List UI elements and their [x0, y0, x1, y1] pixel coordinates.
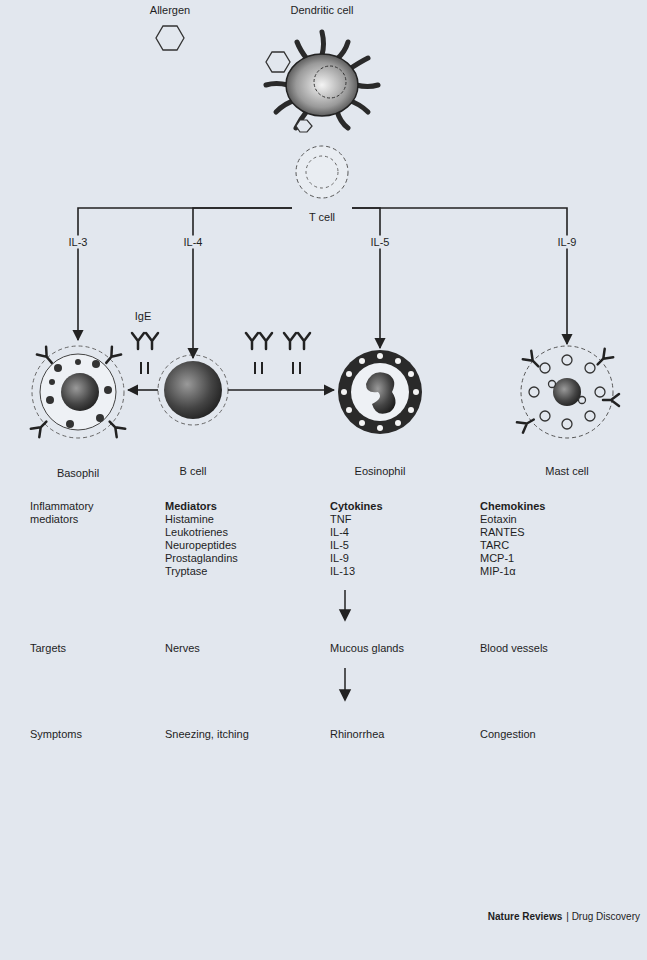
- b-cell-membrane: [158, 355, 228, 425]
- table-cell: TARC: [480, 539, 509, 552]
- table-cell: Prostaglandins: [165, 552, 238, 565]
- allergen: Allergen: [140, 4, 200, 56]
- table-cell: MIP-1α: [480, 565, 516, 578]
- table-cell: Neuropeptides: [165, 539, 237, 552]
- connector-arrow: [78, 208, 292, 340]
- table-cell: Rhinorrhea: [330, 728, 384, 741]
- dendritic-cell: Dendritic cell: [262, 4, 382, 136]
- connector-arrow: [228, 389, 334, 391]
- table-cell: Symptoms: [30, 728, 82, 741]
- t-cell-membrane: [296, 146, 348, 198]
- column-heading: Cytokines: [330, 500, 383, 513]
- t-cell-nucleus: [306, 156, 338, 188]
- connector-arrow: [128, 389, 158, 391]
- cell-label: Eosinophil: [355, 465, 406, 478]
- table-cell: Blood vessels: [480, 642, 548, 655]
- column-heading: Mediators: [165, 500, 217, 513]
- b-cell: B cell: [158, 358, 228, 478]
- cell-label: Dendritic cell: [291, 4, 354, 17]
- presented-antigen: [296, 120, 312, 132]
- table-cell: Inflammatory mediators: [30, 500, 120, 526]
- table-cell: Histamine: [165, 513, 214, 526]
- dendritic-nucleus: [314, 66, 346, 98]
- connector-arrow: [193, 208, 292, 358]
- table-cell: Targets: [30, 642, 66, 655]
- edge-label: IgE: [133, 310, 154, 323]
- table-cell: IL-5: [330, 539, 349, 552]
- edge-label: IL-3: [67, 236, 90, 249]
- journal-credit: Nature Reviews: [488, 910, 562, 923]
- dendritic-body: [286, 54, 358, 116]
- eosinophil-cytoplasm: [351, 363, 409, 421]
- table-cell: RANTES: [480, 526, 525, 539]
- column-heading: Chemokines: [480, 500, 545, 513]
- t-cell: T cell: [292, 140, 352, 224]
- basophil: Basophil: [28, 340, 128, 480]
- cell-label: Basophil: [57, 467, 99, 480]
- table-cell: Leukotrienes: [165, 526, 228, 539]
- table-cell: Tryptase: [165, 565, 207, 578]
- eosinophil-body: [338, 350, 422, 434]
- edge-label: IL-5: [369, 236, 392, 249]
- connector-arrow: [352, 208, 567, 344]
- table-cell: TNF: [330, 513, 351, 526]
- edge-label: IL-9: [556, 236, 579, 249]
- table-cell: Sneezing, itching: [165, 728, 249, 741]
- eosinophil-nucleus: [366, 372, 396, 413]
- table-cell: Eotaxin: [480, 513, 517, 526]
- presented-antigen: [266, 52, 290, 72]
- cell-label: T cell: [309, 211, 335, 224]
- basophil-membrane: [32, 346, 124, 438]
- basophil-body: [40, 354, 116, 430]
- allergen-hexagon: [156, 26, 184, 50]
- edge-label: IL-4: [182, 236, 205, 249]
- fc-receptor-bars: [141, 362, 300, 374]
- mast-cell-nucleus: [553, 378, 581, 406]
- journal-credit: | Drug Discovery: [566, 910, 640, 923]
- cell-label: Mast cell: [545, 465, 588, 478]
- b-cell-body: [164, 361, 222, 419]
- mast-cell-membrane: [521, 346, 613, 438]
- connector-arrow: [352, 208, 380, 348]
- table-cell: Nerves: [165, 642, 200, 655]
- basophil-nucleus: [61, 373, 99, 411]
- ige-antibodies: [132, 333, 310, 349]
- cell-label: B cell: [180, 465, 207, 478]
- table-cell: Mucous glands: [330, 642, 404, 655]
- ige-receptors: [517, 349, 619, 433]
- table-cell: IL-9: [330, 552, 349, 565]
- table-cell: Congestion: [480, 728, 536, 741]
- eosinophil: Eosinophil: [334, 348, 426, 478]
- ige-receptors: [31, 347, 125, 437]
- table-cell: IL-13: [330, 565, 355, 578]
- eosinophil-granules: [341, 353, 419, 431]
- table-cell: MCP-1: [480, 552, 514, 565]
- mast-cell: Mast cell: [517, 344, 617, 478]
- dendritic-cell: [266, 32, 378, 128]
- mast-cell-granules: [529, 355, 605, 429]
- basophil-granules: [46, 359, 112, 428]
- table-cell: IL-4: [330, 526, 349, 539]
- cell-label: Allergen: [150, 4, 190, 17]
